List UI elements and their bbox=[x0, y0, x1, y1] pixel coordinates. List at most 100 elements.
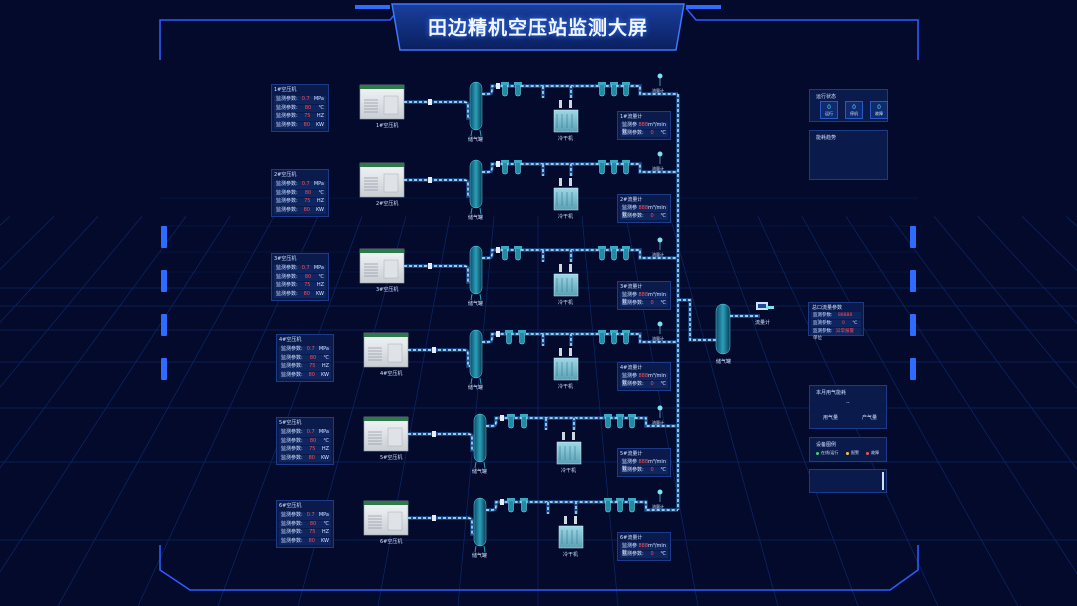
pipe-compressor-tank-flow bbox=[404, 179, 470, 197]
dryer-4[interactable] bbox=[553, 357, 579, 381]
param-unit-pressure: MPa bbox=[318, 429, 329, 435]
param-unit-freq: HZ bbox=[321, 529, 329, 535]
flow-meter-icon bbox=[657, 489, 663, 495]
filter-a-5-cap bbox=[507, 414, 515, 417]
outlet-flow-title: 总口流量参数 bbox=[812, 305, 843, 311]
pipe-compressor-tank bbox=[404, 178, 470, 198]
dryer-6[interactable] bbox=[558, 525, 584, 549]
run-count-label: 运行 bbox=[825, 111, 833, 116]
tank-4[interactable] bbox=[469, 329, 483, 379]
param-value-pressure: 0.7 bbox=[301, 265, 310, 271]
param-label: 监测参数: bbox=[276, 181, 298, 187]
tank-2[interactable] bbox=[469, 159, 483, 209]
flow-unit: m³/min bbox=[648, 373, 666, 379]
dryer-5[interactable] bbox=[556, 441, 582, 465]
param-label: 监测参数: bbox=[281, 371, 303, 378]
flow-temp-unit: ℃ bbox=[660, 467, 666, 473]
unit-row-2 bbox=[359, 151, 678, 215]
filter-b-2 bbox=[515, 161, 521, 175]
flow-temp-unit: ℃ bbox=[660, 551, 666, 557]
dryer-valve bbox=[574, 516, 577, 524]
compressor-label-5: 5#空压机 bbox=[380, 455, 403, 461]
dryer-1[interactable] bbox=[553, 109, 579, 133]
monthly-left-label: 用气量 bbox=[823, 415, 839, 421]
param-value-temp: 80 bbox=[304, 189, 312, 196]
param-unit-power: KW bbox=[320, 454, 329, 461]
scroll-panel[interactable] bbox=[809, 469, 887, 493]
param-label: 监测参数: bbox=[281, 512, 303, 518]
param-unit-power: KW bbox=[320, 537, 329, 544]
flow-value: 888 bbox=[638, 543, 648, 549]
param-label: 监测参数: bbox=[281, 346, 303, 352]
flow-meter-label-6: 流量计 bbox=[652, 504, 664, 509]
tank-6[interactable] bbox=[473, 497, 487, 547]
compressor-label-3: 3#空压机 bbox=[376, 287, 399, 293]
tank-3[interactable] bbox=[469, 245, 483, 295]
pipe-main-flow bbox=[482, 85, 678, 95]
param-unit-power: KW bbox=[315, 206, 324, 213]
tank-leg bbox=[479, 207, 482, 215]
legend-label-alarm: 报警 bbox=[851, 450, 859, 455]
flow-meter-label-5: 流量计 bbox=[652, 420, 664, 425]
param-unit-temp: ℃ bbox=[323, 437, 329, 444]
param-box-title: 4#空压机 bbox=[279, 337, 302, 343]
flow-temp-label: 监测参数: bbox=[622, 300, 644, 306]
pipe-compressor-tank-flow bbox=[408, 433, 474, 451]
scroll-indicator[interactable] bbox=[882, 472, 884, 490]
tank-label-1: 储气罐 bbox=[468, 137, 484, 143]
param-label: 监测参数: bbox=[281, 446, 303, 452]
dryer-3[interactable] bbox=[553, 273, 579, 297]
flow-box-title: 3#流量计 bbox=[620, 284, 643, 290]
unit-row-3 bbox=[359, 237, 678, 301]
flow-temp-row: 监测参数:0℃ bbox=[620, 467, 668, 474]
param-value-temp: 80 bbox=[304, 273, 312, 280]
inline-valve bbox=[432, 431, 436, 437]
flow-temp-row: 监测参数:0℃ bbox=[620, 551, 668, 558]
flow-temp-label: 监测参数: bbox=[622, 551, 644, 557]
param-value-power: 80 bbox=[303, 206, 310, 213]
pipe-main-flow bbox=[482, 333, 678, 343]
stop-count: 0 bbox=[852, 104, 856, 111]
pipe-compressor-tank-flow bbox=[408, 349, 470, 367]
param-unit-freq: HZ bbox=[316, 282, 324, 288]
param-row-temp: 监测参数:80℃ bbox=[274, 273, 326, 281]
flow-unit: m³/min bbox=[648, 543, 666, 549]
outlet-section bbox=[676, 94, 774, 510]
unit-row-6 bbox=[363, 489, 678, 553]
flow-temp-label: 监测参数: bbox=[622, 467, 644, 473]
tank-1[interactable] bbox=[469, 81, 483, 131]
filter-e-6-cap bbox=[628, 498, 636, 501]
legend-label-fault: 故障 bbox=[871, 450, 879, 455]
outlet-tank[interactable] bbox=[715, 303, 731, 355]
flow-box-title: 4#流量计 bbox=[620, 365, 643, 371]
param-row-temp: 监测参数:80℃ bbox=[279, 437, 331, 445]
compressor-panel bbox=[387, 511, 403, 531]
filter-d-3 bbox=[611, 247, 617, 261]
outlet-tank-label: 储气罐 bbox=[716, 359, 732, 365]
dryer-2[interactable] bbox=[553, 187, 579, 211]
flow-temp-value: 0 bbox=[650, 300, 654, 306]
tank-leg bbox=[479, 377, 482, 385]
tank-label-6: 储气罐 bbox=[472, 553, 488, 559]
tank-leg bbox=[474, 545, 477, 553]
flow-temp-label: 监测参数: bbox=[622, 130, 644, 136]
param-row-temp: 监测参数:80℃ bbox=[279, 354, 331, 362]
flow-unit: m³/min bbox=[648, 459, 666, 465]
flow-temp-unit: ℃ bbox=[660, 300, 666, 306]
param-value-power: 80 bbox=[308, 454, 315, 461]
filter-b-3 bbox=[515, 247, 521, 261]
flow-temp-label: 监测参数: bbox=[622, 381, 644, 387]
flow-temp-unit: ℃ bbox=[660, 213, 666, 219]
dryer-valve bbox=[569, 100, 572, 108]
tank-5[interactable] bbox=[473, 413, 487, 463]
tank-leg bbox=[479, 293, 482, 301]
